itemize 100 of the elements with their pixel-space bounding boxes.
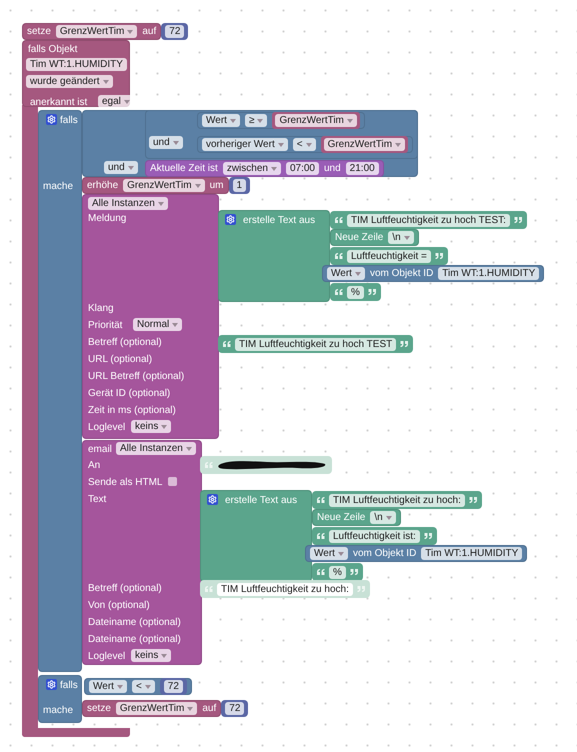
block-label: erhöhe (87, 179, 118, 192)
text-field: Luftfeuchtigkeit = (347, 250, 431, 262)
number-block (160, 678, 187, 695)
dropdown-field: \n (370, 511, 396, 524)
block-label: falls (60, 679, 78, 692)
block-label: falls Objekt (28, 43, 78, 56)
block-label: email (88, 443, 112, 456)
number-field: 72 (225, 702, 244, 715)
dropdown-field: keins (131, 649, 172, 662)
increment-block (82, 177, 228, 194)
block-label: Text (88, 493, 106, 506)
if-block (38, 675, 82, 723)
block-label: setze (87, 702, 111, 715)
block-label: mache (43, 180, 74, 193)
block-label: anerkannt ist (30, 96, 88, 109)
compare-block (84, 678, 192, 695)
block-label: erstelle Text aus (243, 214, 316, 227)
block-label: vom Objekt ID (352, 547, 416, 560)
block-label: auf (142, 25, 156, 38)
dropdown-field: Wert (202, 114, 240, 127)
block-label: Priorität (88, 319, 122, 332)
newline-block (330, 229, 419, 246)
dropdown-field: \n (388, 231, 414, 244)
text-block (312, 491, 482, 509)
number-field: 72 (165, 25, 184, 38)
block-label: mache (43, 704, 74, 717)
text-field: % (329, 566, 346, 578)
text-field: TIM Luftfeuchtigkeit zu hoch: (329, 494, 465, 506)
dropdown-field: zwischen (222, 162, 281, 175)
newline-block (312, 509, 401, 526)
block-label: Betreff (optional) (88, 336, 162, 349)
dropdown-field: Alle Instanzen (116, 442, 196, 455)
text-field: TIM Luftfeuchtigkeit zu hoch TEST (235, 338, 396, 350)
dropdown-field: < (292, 138, 316, 151)
block-label: Loglevel (88, 650, 126, 663)
text-block (330, 211, 527, 229)
time-range-block (145, 160, 384, 177)
text-block (218, 335, 414, 353)
text-block (312, 527, 437, 545)
text-join-block (200, 490, 312, 582)
number-block (221, 700, 248, 717)
block-label: Dateiname (optional) (88, 633, 181, 646)
block-label: erstelle Text aus (225, 494, 298, 507)
text-field: Tim WT:1.HUMIDITY (438, 267, 540, 280)
block-label: URL (optional) (88, 353, 152, 366)
dropdown-field: und (149, 136, 183, 149)
text-field: TIM Luftfeuchtigkeit zu hoch: (217, 582, 353, 596)
object-value-block (322, 265, 544, 282)
notification-block (82, 194, 219, 439)
block-label: Meldung (88, 212, 126, 225)
text-field: 21:00 (346, 162, 379, 175)
block-label: um (210, 179, 224, 192)
block-label: URL Betreff (optional) (88, 370, 184, 383)
text-block (330, 247, 448, 265)
dropdown-field: ≥ (244, 114, 268, 127)
text-block (312, 563, 363, 581)
block-label: Gerät ID (optional) (88, 387, 170, 400)
block-label: Loglevel (88, 421, 126, 434)
dropdown-field: GrenzWertTim (56, 25, 138, 38)
text-field: Luftfeuchtigkeit ist: (329, 530, 420, 542)
dropdown-field: GrenzWertTim (275, 114, 357, 127)
block-label: Klang (88, 302, 114, 315)
text-field: % (347, 286, 364, 298)
compare-block (197, 136, 414, 153)
block-label: Neue Zeile (317, 511, 366, 524)
dropdown-field: GrenzWertTim (123, 179, 205, 192)
compare-block (197, 112, 365, 129)
logic-and-block (145, 110, 418, 159)
number-block (161, 23, 188, 40)
block-label: Neue Zeile (335, 231, 384, 244)
dropdown-field: Wert (310, 547, 348, 560)
dropdown-field: Wert (89, 680, 127, 693)
block-label: setze (27, 25, 51, 38)
dropdown-field: < (132, 680, 155, 693)
logic-and-block (82, 110, 418, 177)
block-label: Dateiname (optional) (88, 616, 181, 629)
text-field: TIM Luftfeuchtigkeit zu hoch TEST: (347, 214, 510, 226)
dropdown-field: Normal (133, 318, 182, 331)
dropdown-field: vorheriger Wert (202, 138, 288, 151)
number-field: 1 (232, 179, 246, 192)
set-variable-block (22, 23, 162, 40)
block-label: und (324, 162, 341, 175)
dropdown-field: Alle Instanzen (88, 197, 168, 210)
set-variable-block (82, 700, 222, 717)
dropdown-field: GrenzWertTim (324, 138, 406, 151)
dropdown-field: Wert (327, 267, 365, 280)
text-field: Tim WT:1.HUMIDITY (421, 547, 522, 560)
text-field: Tim WT:1.HUMIDITY (26, 58, 127, 71)
number-field: 72 (164, 680, 183, 693)
block-label: Betreff (optional) (88, 582, 162, 595)
if-block (38, 110, 82, 672)
dropdown-field: GrenzWertTim (116, 702, 198, 715)
block-label: auf (202, 702, 216, 715)
variable-block (272, 112, 360, 129)
text-join-block (218, 210, 330, 302)
variable-block (320, 136, 408, 153)
dropdown-field: keins (131, 420, 172, 433)
text-block (200, 456, 332, 474)
dropdown-field: und (104, 161, 138, 174)
email-block (82, 440, 202, 665)
